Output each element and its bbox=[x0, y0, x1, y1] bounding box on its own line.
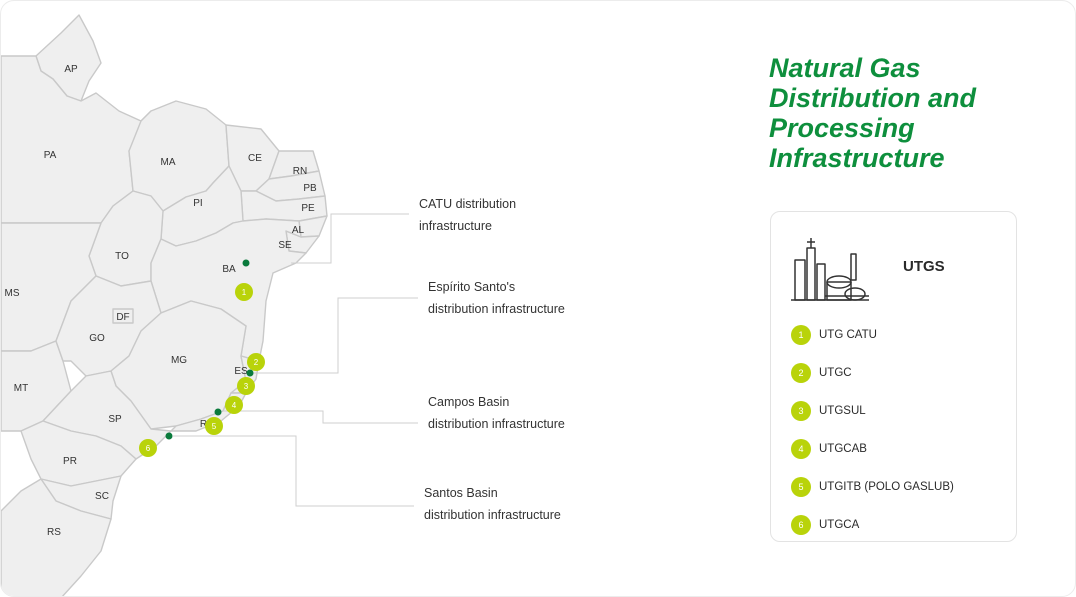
state-label-pe: PE bbox=[301, 203, 315, 214]
utg-marker-6[interactable]: 6 bbox=[139, 439, 157, 457]
page-title-line-3: Processing bbox=[769, 113, 915, 143]
state-label-go: GO bbox=[89, 333, 105, 344]
utg-marker-2[interactable]: 2 bbox=[247, 353, 265, 371]
gas-processing-plant-icon bbox=[791, 238, 869, 301]
state-rs[interactable] bbox=[1, 478, 112, 597]
state-label-pr: PR bbox=[63, 456, 77, 467]
state-label-ba: BA bbox=[222, 264, 236, 275]
legend-label: UTGITB (POLO GASLUB) bbox=[819, 481, 954, 493]
state-df[interactable] bbox=[112, 308, 134, 324]
legend-badge: 5 bbox=[791, 477, 811, 497]
legend-item: 1 UTG CATU bbox=[791, 316, 954, 354]
callout-catu-line-1: CATU distribution bbox=[419, 197, 517, 211]
utg-marker-4-label: 4 bbox=[232, 401, 237, 410]
legend-item: 2 UTGC bbox=[791, 354, 954, 392]
utg-marker-5-label: 5 bbox=[212, 422, 217, 431]
utg-marker-2-label: 2 bbox=[254, 358, 259, 367]
page-title: Natural Gas Distribution and Processing … bbox=[769, 53, 1049, 173]
state-pr[interactable] bbox=[20, 420, 137, 487]
legend-label: UTG CATU bbox=[819, 329, 877, 341]
state-label-ma: MA bbox=[161, 157, 176, 168]
state-label-df: DF bbox=[116, 312, 129, 323]
legend-item: 6 UTGCA bbox=[791, 506, 954, 544]
callout-line-campos bbox=[223, 410, 418, 424]
state-label-pi: PI bbox=[193, 198, 202, 209]
state-label-mg: MG bbox=[171, 355, 187, 366]
pipeline-point-santos[interactable] bbox=[165, 432, 173, 440]
legend-heading: UTGS bbox=[903, 258, 945, 275]
callout-line-espirito-santo bbox=[253, 297, 418, 374]
utgs-legend: UTGS 1 UTG CATU 2 UTGC 3 UTGSUL 4 UTGCAB… bbox=[770, 211, 1017, 542]
state-label-al: AL bbox=[292, 225, 305, 236]
legend-list: 1 UTG CATU 2 UTGC 3 UTGSUL 4 UTGCAB 5 UT… bbox=[791, 316, 954, 544]
page-title-line-1: Natural Gas bbox=[769, 53, 921, 83]
utg-marker-5[interactable]: 5 bbox=[205, 417, 223, 435]
legend-badge: 6 bbox=[791, 515, 811, 535]
legend-label: UTGC bbox=[819, 367, 852, 379]
callout-espirito-santo-line-2: distribution infrastructure bbox=[428, 302, 565, 316]
pipeline-point-catu[interactable] bbox=[242, 259, 250, 267]
state-label-to: TO bbox=[115, 251, 129, 262]
legend-label: UTGCAB bbox=[819, 443, 867, 455]
legend-item: 5 UTGITB (POLO GASLUB) bbox=[791, 468, 954, 506]
page-title-line-2: Distribution and bbox=[769, 83, 976, 113]
callout-campos-line-2: distribution infrastructure bbox=[428, 417, 565, 431]
callout-espirito-santo: Espírito Santo's distribution infrastruc… bbox=[428, 276, 565, 320]
legend-badge: 1 bbox=[791, 325, 811, 345]
pipeline-point-espirito-santo[interactable] bbox=[246, 369, 254, 377]
callout-line-santos bbox=[173, 435, 414, 507]
utg-marker-1[interactable]: 1 bbox=[235, 283, 253, 301]
state-label-mt: MT bbox=[14, 383, 28, 394]
utg-marker-4[interactable]: 4 bbox=[225, 396, 243, 414]
brazil-map: AP PA MA CE RN PB PE AL SE PI TO BA MS D… bbox=[1, 14, 418, 597]
utg-marker-1-label: 1 bbox=[242, 288, 247, 297]
callout-santos: Santos Basin distribution infrastructure bbox=[424, 482, 561, 526]
callout-line-catu bbox=[291, 213, 409, 264]
state-label-rn: RN bbox=[293, 166, 307, 177]
legend-item: 4 UTGCAB bbox=[791, 430, 954, 468]
callout-campos: Campos Basin distribution infrastructure bbox=[428, 391, 565, 435]
callout-santos-line-2: distribution infrastructure bbox=[424, 508, 561, 522]
legend-label: UTGCA bbox=[819, 519, 860, 531]
state-label-sp: SP bbox=[108, 414, 122, 425]
legend-item: 3 UTGSUL bbox=[791, 392, 954, 430]
utg-marker-6-label: 6 bbox=[146, 444, 151, 453]
state-label-rs: RS bbox=[47, 527, 61, 538]
callout-catu-line-2: infrastructure bbox=[419, 219, 492, 233]
page-title-line-4: Infrastructure bbox=[769, 143, 945, 173]
legend-badge: 2 bbox=[791, 363, 811, 383]
state-label-pa: PA bbox=[44, 150, 57, 161]
callout-campos-line-1: Campos Basin bbox=[428, 395, 510, 409]
state-label-ce: CE bbox=[248, 153, 262, 164]
state-label-es: ES bbox=[234, 366, 248, 377]
utg-marker-3[interactable]: 3 bbox=[237, 377, 255, 395]
legend-badge: 4 bbox=[791, 439, 811, 459]
state-label-se: SE bbox=[278, 240, 292, 251]
state-label-pb: PB bbox=[303, 183, 317, 194]
utg-marker-3-label: 3 bbox=[244, 382, 249, 391]
callout-santos-line-1: Santos Basin bbox=[424, 486, 498, 500]
state-label-sc: SC bbox=[95, 491, 109, 502]
callout-espirito-santo-line-1: Espírito Santo's bbox=[428, 280, 516, 294]
pipeline-point-campos[interactable] bbox=[214, 408, 222, 416]
state-label-ap: AP bbox=[64, 64, 78, 75]
state-label-ms: MS bbox=[5, 288, 20, 299]
callout-catu: CATU distribution infrastructure bbox=[419, 193, 516, 237]
legend-label: UTGSUL bbox=[819, 405, 866, 417]
legend-badge: 3 bbox=[791, 401, 811, 421]
